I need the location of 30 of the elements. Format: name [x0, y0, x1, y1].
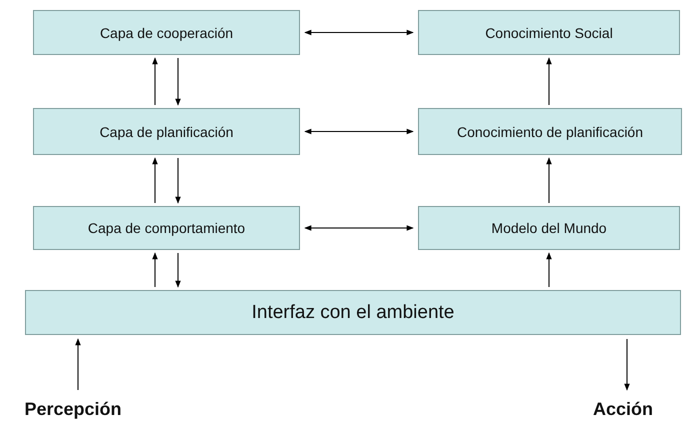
box-label: Capa de cooperación — [100, 24, 234, 40]
arrow — [152, 157, 158, 204]
box-label: Modelo del Mundo — [491, 220, 607, 236]
arrow — [75, 338, 81, 390]
process-box — [33, 10, 300, 55]
arrow — [304, 128, 414, 134]
arrow — [175, 252, 181, 288]
box-label: Interfaz con el ambiente — [252, 302, 454, 324]
arrow — [304, 30, 414, 36]
arrow — [546, 157, 552, 204]
arrow — [175, 58, 181, 106]
box-label: Capa de comportamiento — [88, 220, 246, 236]
arrow — [175, 158, 181, 204]
process-box — [418, 108, 682, 155]
box-label: Capa de planificación — [100, 124, 234, 140]
io-label: Percepción — [24, 398, 122, 420]
process-box — [33, 206, 300, 250]
process-box — [418, 206, 680, 250]
arrow — [152, 57, 158, 106]
arrow — [624, 338, 630, 391]
arrow — [546, 252, 552, 288]
io-label: Acción — [592, 398, 653, 420]
arrow — [546, 57, 552, 106]
arrow — [304, 225, 414, 231]
box-label: Conocimiento de planificación — [457, 124, 643, 140]
box-label: Conocimiento Social — [485, 24, 613, 40]
arrow — [152, 252, 158, 288]
process-box — [33, 108, 300, 155]
process-box — [25, 290, 681, 335]
process-box — [418, 10, 680, 55]
